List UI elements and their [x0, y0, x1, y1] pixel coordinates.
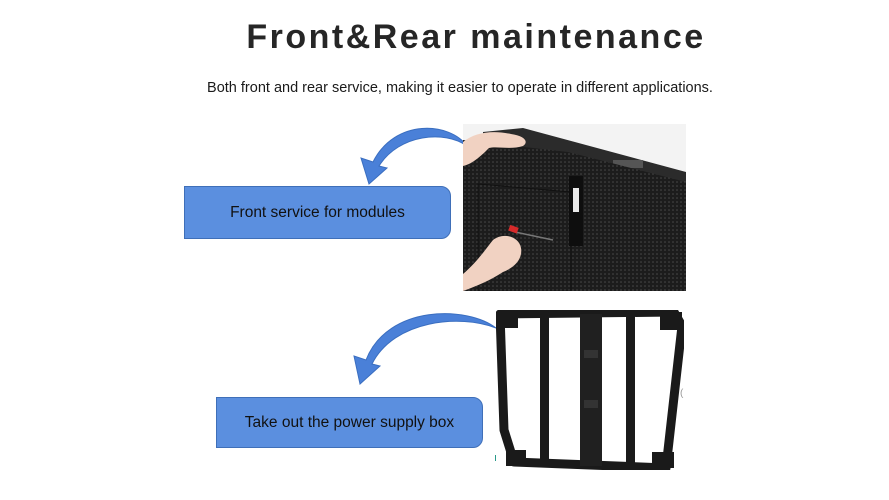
- curved-arrow-icon: [360, 127, 468, 185]
- curved-arrow-icon: [353, 313, 497, 385]
- page-subtitle: Both front and rear service, making it e…: [207, 80, 713, 96]
- front-service-label: Front service for modules: [184, 186, 451, 239]
- front-service-photo: [463, 124, 686, 291]
- rear-service-label: Take out the power supply box: [216, 397, 483, 448]
- rear-frame-photo: [495, 307, 687, 473]
- divider-tick: [495, 455, 496, 461]
- page-title: Front&Rear maintenance: [246, 18, 706, 56]
- edge-mark: (: [680, 388, 684, 399]
